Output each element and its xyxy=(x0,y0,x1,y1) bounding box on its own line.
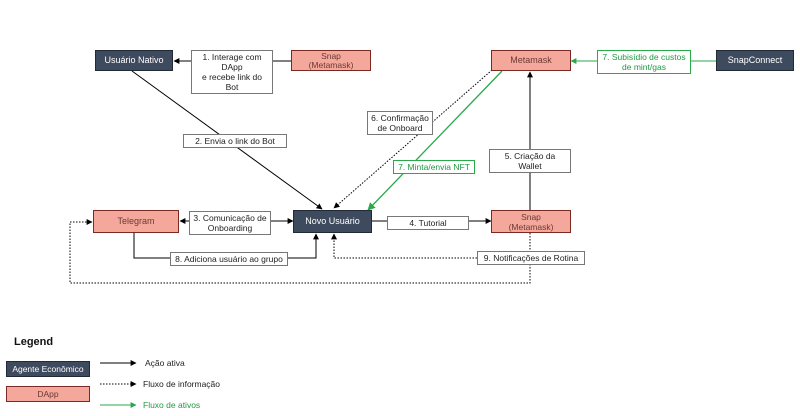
edge-8-label: 8. Adiciona usuário ao grupo xyxy=(170,252,288,266)
edge-5-label: 5. Criação da Wallet xyxy=(489,149,571,173)
edge-7a-label: 7. Subisídio de custos de mint/gas xyxy=(597,50,691,74)
node-usuario-nativo: Usuário Nativo xyxy=(95,50,173,71)
edge-6-label: 6. Confirmação de Onboard xyxy=(367,111,433,135)
legend-dapp-swatch: DApp xyxy=(6,386,90,402)
edge-9b-line xyxy=(69,219,531,284)
legend-assets-label: Fluxo de ativos xyxy=(143,400,201,410)
edge-9-label: 9. Notificações de Rotina xyxy=(477,251,585,265)
edge-9-line xyxy=(331,233,531,259)
edge-7b-label: 7. Minta/envia NFT xyxy=(393,160,475,174)
legend-active-label: Ação ativa xyxy=(145,358,185,368)
edge-4-label: 4. Tutorial xyxy=(387,216,469,230)
legend-title: Legend xyxy=(14,336,54,348)
edge-1-label: 1. Interage com DApp e recebe link do Bo… xyxy=(191,50,273,94)
node-snap-mid: Snap (Metamask) xyxy=(491,210,571,233)
node-snap-top: Snap (Metamask) xyxy=(291,50,371,71)
edge-2-label: 2. Envia o link do Bot xyxy=(183,134,287,148)
node-telegram: Telegram xyxy=(93,210,179,233)
node-metamask: Metamask xyxy=(491,50,571,71)
legend-agent-swatch: Agente Econômico xyxy=(6,361,90,377)
node-novo-usuario: Novo Usuário xyxy=(293,210,372,233)
legend-info-label: Fluxo de informação xyxy=(143,379,221,389)
edge-7b-line xyxy=(367,70,503,211)
node-snapconnect: SnapConnect xyxy=(716,50,794,71)
edge-6-line xyxy=(333,69,493,209)
edge-3-label: 3. Comunicação de Onboarding xyxy=(189,211,271,235)
